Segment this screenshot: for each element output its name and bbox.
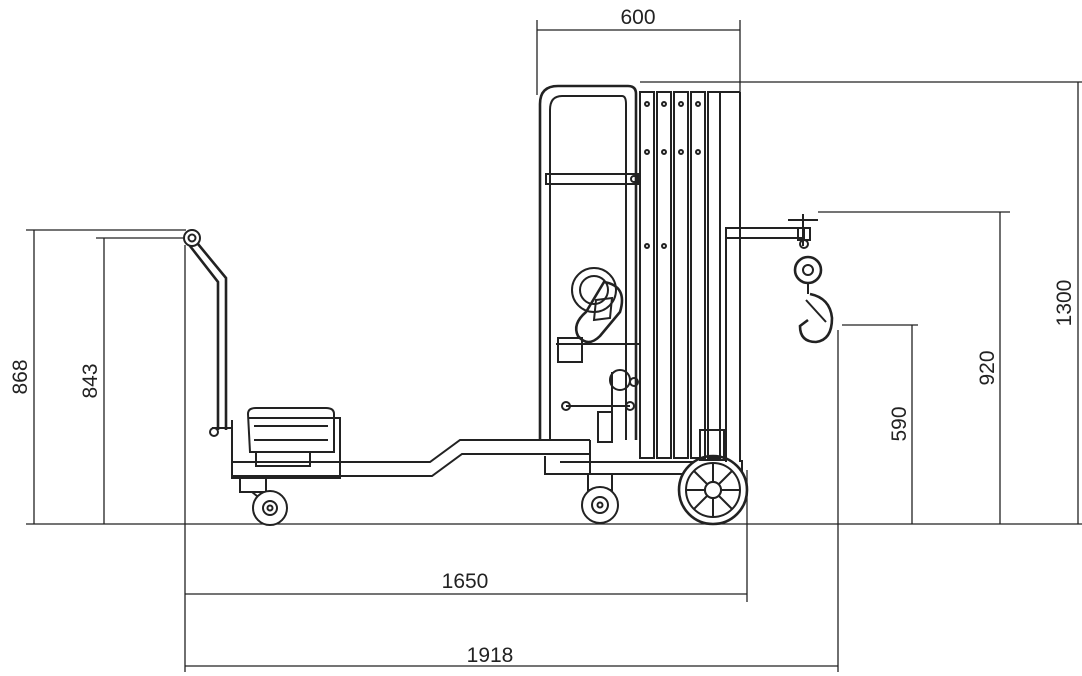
dim-label-1918: 1918 <box>467 644 514 667</box>
rear-wheel <box>677 454 749 526</box>
dim-label-920: 920 <box>976 350 999 385</box>
dim-label-843: 843 <box>79 363 102 398</box>
dim-label-868: 868 <box>9 359 32 394</box>
dim-label-1650: 1650 <box>442 570 489 593</box>
dimension-lines <box>26 20 1082 672</box>
middle-caster-wheel <box>581 474 619 524</box>
dim-label-600: 600 <box>620 6 655 29</box>
chassis-frame <box>232 439 743 477</box>
dim-label-590: 590 <box>888 406 911 441</box>
telescopic-mast <box>639 91 741 462</box>
crane-boom-hook <box>725 214 834 344</box>
battery-box <box>231 407 341 479</box>
dim-label-1300: 1300 <box>1053 280 1076 327</box>
front-caster-wheel <box>239 478 288 526</box>
winch-assembly <box>556 267 640 443</box>
steering-handle <box>183 229 232 437</box>
operator-frame <box>538 84 639 440</box>
lift-machine <box>183 84 834 526</box>
